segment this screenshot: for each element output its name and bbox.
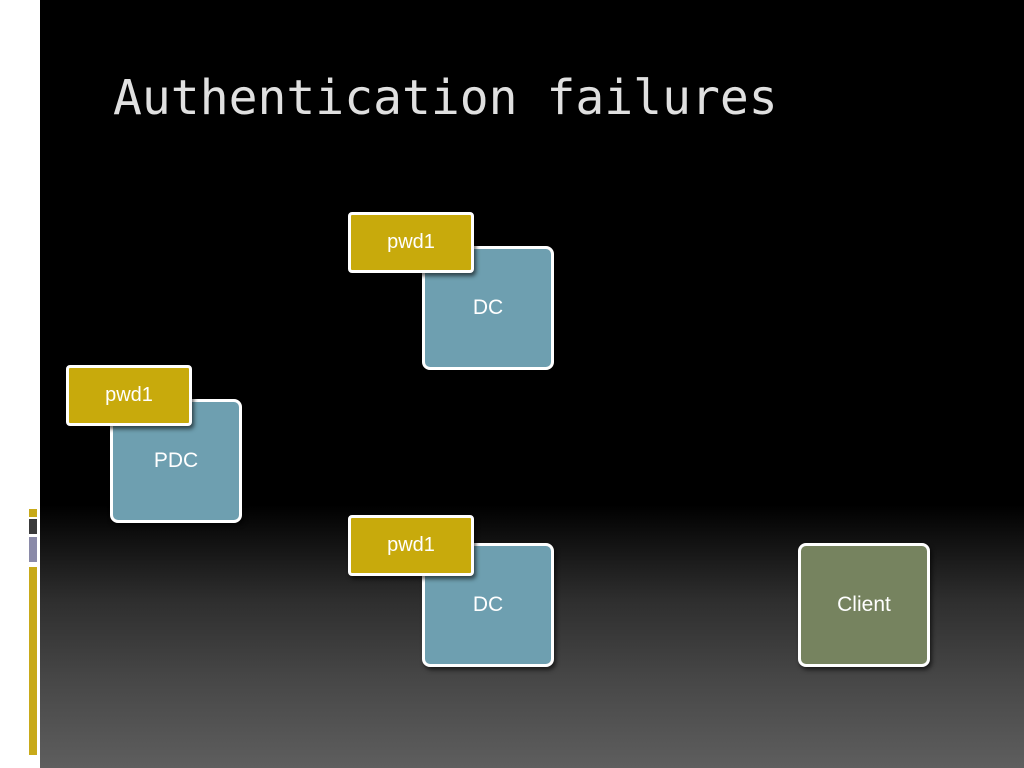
password-tag-dc-bottom: pwd1	[348, 515, 474, 576]
dc-node-bottom-label: DC	[472, 593, 504, 616]
password-tag-dc-top: pwd1	[348, 212, 474, 273]
password-tag-label: pwd1	[387, 534, 435, 556]
client-node: Client	[798, 543, 930, 667]
dc-node-top-label: DC	[472, 296, 504, 319]
client-node-label: Client	[837, 593, 891, 616]
password-tag-pdc: pwd1	[66, 365, 192, 426]
decorative-lavender-bar	[29, 537, 37, 562]
slide-title: Authentication failures	[113, 70, 778, 126]
decorative-dark-square	[29, 519, 37, 534]
password-tag-label: pwd1	[105, 384, 153, 406]
decorative-gold-bar	[29, 567, 37, 755]
decorative-gold-square	[29, 509, 37, 517]
password-tag-label: pwd1	[387, 231, 435, 253]
pdc-node-label: PDC	[153, 449, 199, 472]
